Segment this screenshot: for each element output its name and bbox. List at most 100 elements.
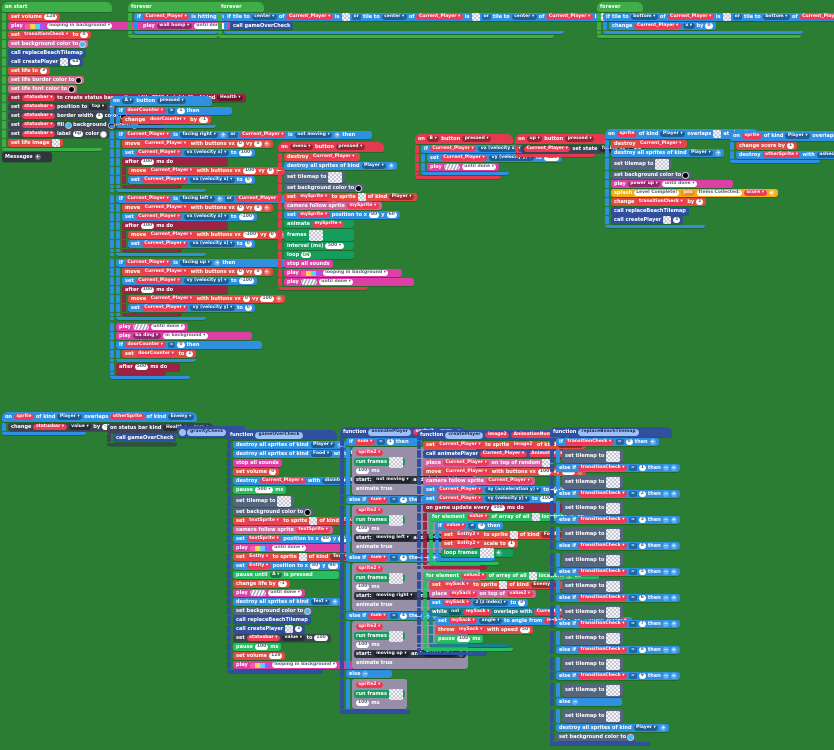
number-field[interactable]: 0 — [269, 468, 277, 475]
block[interactable]: set tilemap to — [562, 631, 624, 645]
dropdown-field[interactable]: vy (velocity y) ▾ — [485, 495, 530, 503]
variable-pill[interactable]: Current_Player ▾ — [259, 477, 306, 485]
plus-icon[interactable]: + — [715, 149, 722, 156]
variable-pill[interactable]: value2 ▾ — [506, 590, 533, 598]
image-field[interactable] — [606, 632, 621, 644]
block[interactable]: call replaceBeachTilemap — [233, 616, 311, 624]
number-field[interactable]: Items Collected: — [696, 189, 742, 196]
dropdown-field[interactable]: Text ▾ — [310, 598, 330, 606]
block-sub-row[interactable]: sprite2 ▾ — [354, 623, 385, 631]
dropdown-field[interactable]: z (z index) ▾ — [473, 599, 509, 607]
dropdown-field[interactable]: moving right ▾ — [373, 592, 416, 600]
variable-pill[interactable]: transitionCheck ▾ — [578, 594, 627, 602]
variable-pill[interactable]: doorCounter ▾ — [135, 350, 177, 358]
variable-pill[interactable]: Entity2 ▾ — [454, 540, 482, 548]
variable-pill[interactable]: mySack ▾ — [463, 608, 492, 616]
number-field[interactable]: 100 — [539, 495, 554, 502]
variable-pill[interactable]: Current_Player ▾ — [135, 213, 183, 221]
plus-icon[interactable]: + — [670, 568, 677, 575]
dropdown-field[interactable]: bottom ▾ — [630, 13, 658, 21]
number-field[interactable]: 1 — [638, 464, 646, 471]
color-field[interactable] — [356, 185, 362, 191]
minus-icon[interactable]: − — [662, 542, 669, 549]
number-field[interactable]: 80 — [368, 211, 380, 218]
variable-pill[interactable]: Current_Player ▾ — [124, 259, 172, 267]
minus-icon[interactable]: − — [662, 672, 669, 679]
number-field[interactable]: 0 — [254, 140, 262, 147]
image-field[interactable] — [388, 688, 403, 700]
number-field[interactable]: 1 — [673, 216, 681, 223]
number-field[interactable]: 60 — [386, 211, 397, 218]
color-field[interactable] — [628, 734, 634, 740]
number-field[interactable]: 128 — [269, 652, 283, 659]
variable-pill[interactable]: mySprite ▾ — [297, 193, 330, 201]
block[interactable]: set background color to — [611, 171, 692, 179]
dropdown-field[interactable]: until done ▾ — [193, 22, 229, 30]
dropdown-field[interactable]: power up ▾ — [627, 180, 661, 188]
variable-pill[interactable]: Current_Player ▾ — [436, 495, 484, 503]
number-field[interactable]: 100 — [356, 583, 370, 590]
param-pill[interactable]: AnimationNumber — [511, 431, 563, 439]
dropdown-field[interactable]: center ▾ — [511, 13, 537, 21]
number-field[interactable]: 0 — [236, 204, 244, 211]
number-field[interactable]: 100 — [356, 641, 370, 648]
variable-pill[interactable]: otherSprite ▾ — [762, 151, 801, 159]
block[interactable]: set tilemap to — [562, 579, 624, 593]
block[interactable]: set tilemap to — [284, 171, 346, 183]
number-field[interactable]: 500 — [134, 363, 149, 370]
number-field[interactable]: 100 — [356, 699, 370, 706]
image-field[interactable] — [531, 513, 540, 521]
variable-pill[interactable]: Current_Player ▾ — [429, 145, 477, 153]
dropdown-field[interactable]: Player ▾ — [389, 193, 415, 201]
variable-pill[interactable]: Current_Player ▾ — [637, 140, 684, 148]
image-field[interactable] — [655, 158, 670, 170]
dropdown-field[interactable]: facing right ▾ — [179, 131, 219, 139]
plus-icon[interactable]: + — [670, 594, 677, 601]
variable-pill[interactable]: textSprite ▾ — [295, 526, 331, 534]
dropdown-field[interactable]: moving up ▾ — [373, 650, 410, 658]
block[interactable]: set tilemap to — [562, 527, 624, 541]
block[interactable]: call replaceBeachTilemap — [8, 49, 86, 57]
variable-pill[interactable]: sprite2 ▾ — [356, 681, 383, 689]
number-field[interactable]: 0 — [254, 268, 262, 275]
number-field[interactable]: 90 — [327, 562, 338, 569]
image-field[interactable] — [606, 554, 621, 566]
number-field[interactable]: 100 — [456, 635, 471, 642]
dropdown-field[interactable]: vx (velocity x) ▾ — [184, 213, 229, 221]
toggle-on[interactable]: ON — [301, 252, 311, 258]
variable-pill[interactable]: transitionCheck ▾ — [578, 568, 627, 576]
melody-field[interactable] — [249, 590, 266, 596]
variable-pill[interactable]: transitionCheck ▾ — [578, 516, 627, 524]
variable-pill[interactable]: transitionCheck ▾ — [578, 490, 627, 498]
number-field[interactable]: -100 — [238, 213, 254, 220]
number-field[interactable]: 64 — [70, 58, 81, 65]
dropdown-field[interactable]: Text ▾ — [340, 517, 361, 525]
number-field[interactable]: 4 — [638, 542, 646, 549]
block[interactable]: set tilemap to — [233, 495, 295, 507]
dropdown-field[interactable]: in background ▾ — [162, 332, 208, 340]
